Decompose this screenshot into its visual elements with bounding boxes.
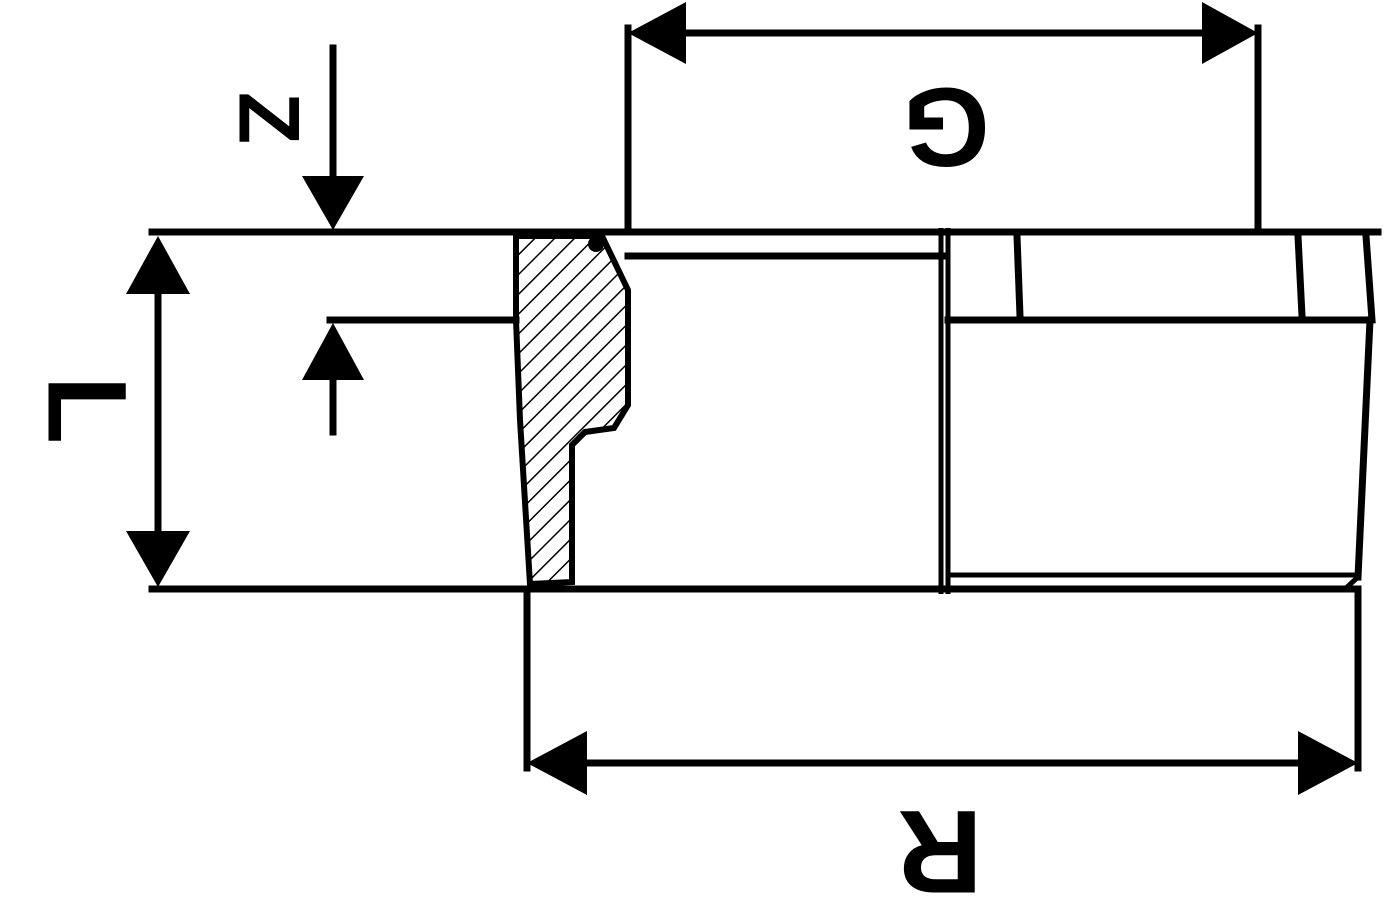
dimension-l (126, 236, 190, 587)
reference-lines (148, 228, 1382, 593)
label-l: L (24, 376, 149, 444)
centre-divider (938, 228, 951, 594)
socket-body (326, 252, 946, 324)
label-g: G (902, 64, 989, 189)
socket-edge-dot (588, 236, 604, 252)
label-r: R (897, 785, 982, 900)
hatched-section (513, 233, 631, 588)
dimension-r (523, 585, 1362, 795)
label-z: Z (220, 92, 316, 145)
dimension-z (302, 44, 364, 436)
threaded-spigot (944, 232, 1376, 591)
dimension-g (624, 2, 1262, 236)
